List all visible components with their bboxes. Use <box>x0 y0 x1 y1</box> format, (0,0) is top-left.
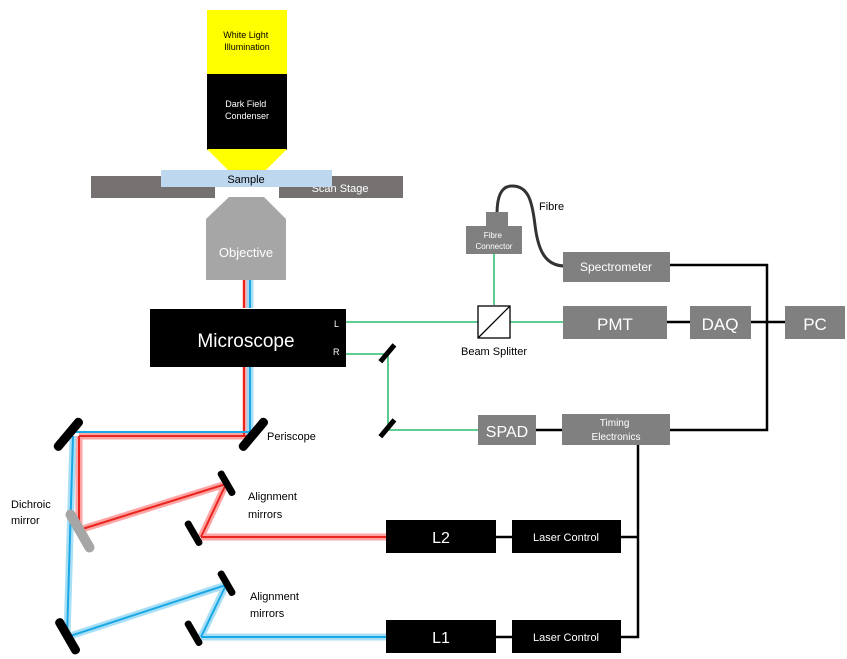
green-mirror-lower <box>378 418 397 439</box>
dichroic-label-1: Dichroic <box>11 499 51 511</box>
timing-electronics <box>562 414 670 445</box>
sample-label: Sample <box>227 174 264 186</box>
condenser-cone <box>207 149 287 170</box>
red-beam <box>78 280 386 538</box>
fibre-connector-tip <box>486 212 508 226</box>
svg-text:Fibre Connector: Fibre Connector <box>476 231 513 251</box>
fibre-connector <box>466 226 522 254</box>
beam-splitter-label: Beam Splitter <box>461 346 527 358</box>
sample-slide <box>161 170 332 187</box>
alignment-lower-label-2: mirrors <box>250 608 285 620</box>
fibre-cable <box>495 184 566 268</box>
alignment-lower-label-1: Alignment <box>250 591 299 603</box>
svg-text:White Light Illumination: White Light Illumination <box>223 30 271 52</box>
alignment-mirror-l1-lower <box>184 620 203 647</box>
laser-control-l1-label: Laser Control <box>533 632 599 644</box>
port-l-label: L <box>334 319 339 329</box>
laser-control-l2-label: Laser Control <box>533 532 599 544</box>
signal-wiring <box>496 263 785 639</box>
objective <box>206 197 286 280</box>
laser-control-l1 <box>512 620 621 653</box>
green-detection-path <box>346 254 563 431</box>
white-light-illumination <box>207 10 287 74</box>
laser-l1 <box>386 620 496 653</box>
alignment-upper-label-2: mirrors <box>248 509 283 521</box>
fibre-label: Fibre <box>539 201 564 213</box>
laser-l2 <box>386 520 496 553</box>
svg-text:Alignment mirrors: Alignment mirrors <box>250 591 302 620</box>
laser-l2-label: L2 <box>432 530 450 547</box>
periscope-mirror-lower <box>53 417 84 451</box>
laser-l1-label: L1 <box>432 630 450 647</box>
green-mirror-upper <box>378 343 397 364</box>
port-r-label: R <box>333 347 340 357</box>
bottom-steering-mirror <box>55 618 80 655</box>
spad-label: SPAD <box>486 424 528 441</box>
blue-beam <box>66 280 386 638</box>
pc <box>785 306 845 339</box>
svg-text:Dichroic mirror: Dichroic mirror <box>11 499 54 527</box>
pmt <box>563 306 667 339</box>
svg-text:Timing Electronics: Timing Electronics <box>592 418 641 443</box>
daq <box>690 306 751 339</box>
periscope-label: Periscope <box>267 431 316 443</box>
beam-splitter-diagonal <box>477 305 511 339</box>
periscope-mirror-upper <box>238 417 269 451</box>
svg-text:Alignment mirrors: Alignment mirrors <box>248 491 300 521</box>
microscope <box>150 309 346 367</box>
pc-label: PC <box>803 315 827 334</box>
dark-field-label-2: Condenser <box>225 111 269 121</box>
dark-field-condenser <box>207 74 287 150</box>
spad <box>478 415 536 445</box>
alignment-upper-label-1: Alignment <box>248 491 297 503</box>
spectrometer-label: Spectrometer <box>580 260 652 274</box>
microscope-label: Microscope <box>197 331 294 352</box>
alignment-mirror-l1-upper <box>217 570 236 597</box>
dichroic-mirror <box>65 509 95 553</box>
mirrors <box>53 343 397 655</box>
fibre-connector-label-2: Connector <box>476 242 513 251</box>
timing-label-1: Timing <box>600 418 630 429</box>
daq-label: DAQ <box>702 315 739 334</box>
fibre-connector-label-1: Fibre <box>484 231 503 240</box>
pmt-label: PMT <box>597 315 633 334</box>
timing-label-2: Electronics <box>592 432 641 443</box>
alignment-mirror-l2-upper <box>217 470 236 497</box>
white-light-label-2: Illumination <box>224 42 270 52</box>
objective-label: Objective <box>219 245 273 260</box>
spectrometer <box>563 252 670 282</box>
dark-field-label-1: Dark Field <box>225 99 266 109</box>
white-light-label-1: White Light <box>223 30 269 40</box>
laser-control-l2 <box>512 520 621 553</box>
svg-text:Dark Field Condenser: Dark Field Condenser <box>225 99 269 121</box>
alignment-mirror-l2-lower <box>184 520 203 547</box>
dichroic-label-2: mirror <box>11 515 40 527</box>
